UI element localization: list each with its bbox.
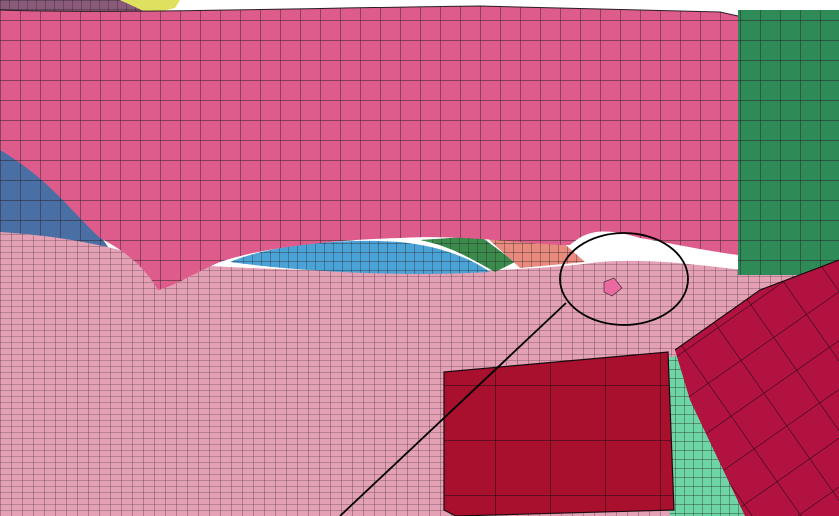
cyan-part	[230, 240, 490, 274]
blue-left-part	[0, 150, 110, 250]
defect-marker	[603, 277, 623, 297]
red-plate	[443, 351, 675, 516]
callout-ellipse	[559, 232, 689, 326]
green-block	[738, 10, 839, 275]
yellow-sliver	[120, 0, 180, 14]
callout	[339, 232, 689, 516]
crimson-block	[674, 259, 839, 516]
upper-panel	[0, 5, 739, 290]
dark-green-part	[420, 236, 515, 272]
callout-leader-line	[339, 302, 567, 516]
